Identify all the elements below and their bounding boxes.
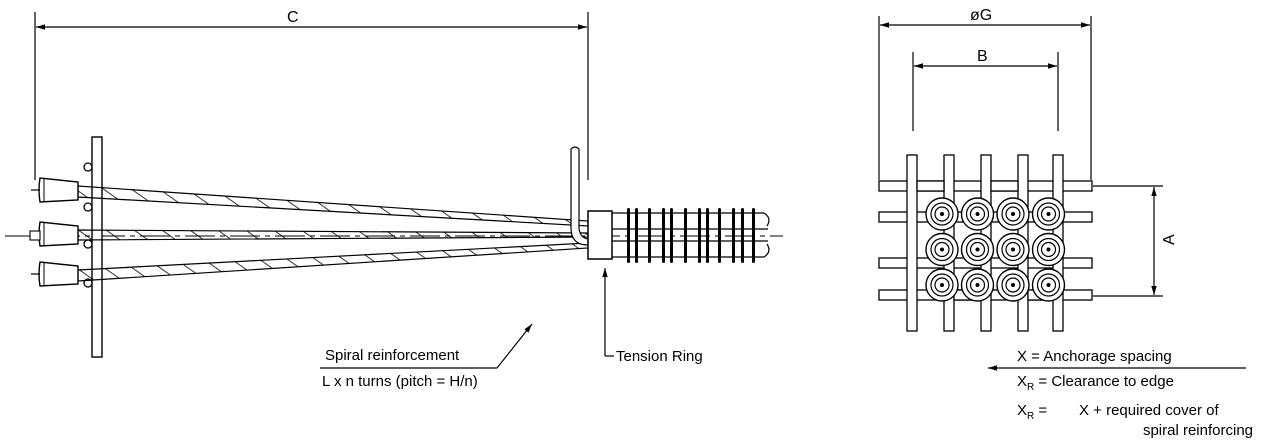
hook-bar	[570, 146, 589, 246]
anchor-wedge-top	[31, 177, 79, 203]
strand-grid	[925, 197, 1066, 302]
strand-anchor	[1031, 197, 1066, 231]
legend-xr-formula: XR =	[1017, 402, 1047, 422]
strand-bottom	[77, 242, 589, 282]
legend-xr-formula-line1: X + required cover of	[1079, 402, 1219, 419]
dimension-c-label: C	[287, 9, 299, 26]
end-view: øG B A	[878, 7, 1178, 332]
strand-anchor	[925, 197, 959, 231]
strand-anchor	[960, 197, 995, 231]
strand-anchor	[960, 268, 995, 302]
legend: X = Anchorage spacing XR = Clearance to …	[988, 348, 1253, 439]
dimension-a-label: A	[1161, 234, 1178, 245]
strand-anchor	[960, 232, 995, 267]
strand-anchor	[996, 232, 1030, 267]
anchor-wedge-middle	[29, 221, 79, 247]
dimension-og-label: øG	[970, 7, 992, 24]
anchor-wedge-bottom	[31, 261, 79, 287]
side-view: C	[5, 9, 783, 390]
strand-anchor	[1031, 268, 1066, 302]
bearing-plate	[91, 136, 103, 358]
strand-anchor	[925, 232, 959, 267]
legend-xr-definition: XR = Clearance to edge	[1017, 373, 1174, 393]
dimension-b-label: B	[977, 48, 988, 65]
spiral-formula-label: L x n turns (pitch = H/n)	[322, 373, 478, 390]
legend-x-definition: X = Anchorage spacing	[1017, 348, 1172, 365]
legend-xr-formula-line2: spiral reinforcing	[1143, 422, 1253, 439]
strand-top	[77, 185, 589, 227]
tension-ring-label: Tension Ring	[616, 348, 703, 365]
strand-anchor	[996, 268, 1030, 302]
strand-anchor	[1031, 232, 1066, 267]
tension-ring	[587, 210, 613, 260]
spiral-reinforcement-label: Spiral reinforcement	[325, 347, 460, 364]
spiral-coils	[627, 208, 755, 263]
strand-anchor	[925, 268, 959, 302]
spiral-leader	[496, 323, 533, 369]
strand-middle	[77, 229, 589, 241]
strand-anchor	[996, 197, 1030, 231]
